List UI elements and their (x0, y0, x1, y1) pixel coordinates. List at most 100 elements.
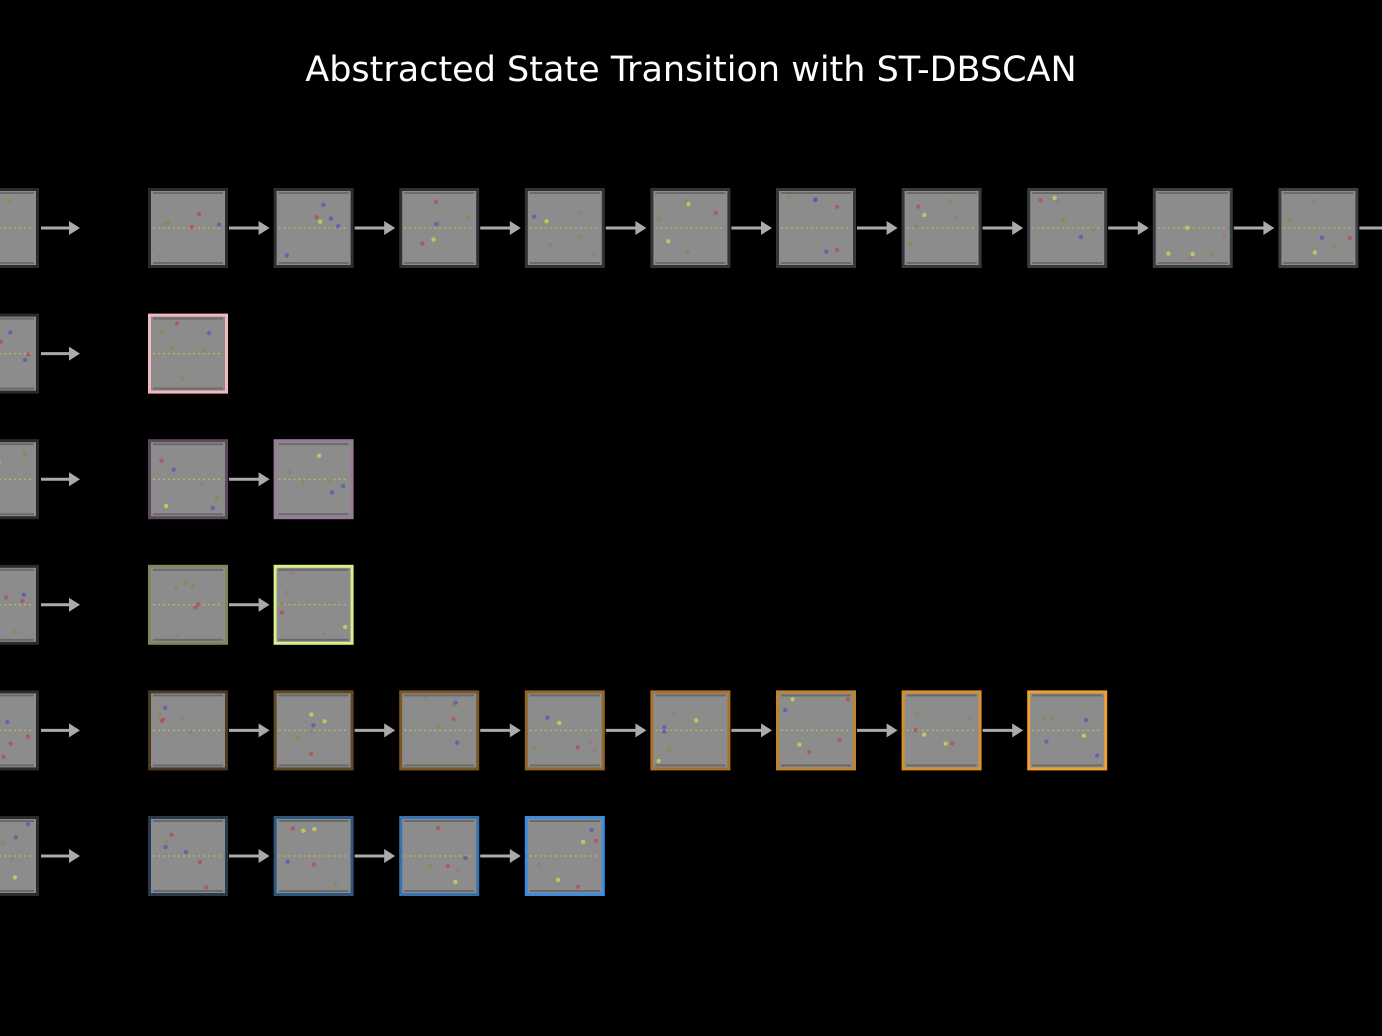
tile-bottom-bar (404, 262, 475, 264)
tile-object-dot (20, 598, 25, 604)
tile-object-dot (420, 241, 425, 246)
tile-object-dot (201, 348, 206, 353)
tile-object-dot (693, 718, 699, 723)
tile-object-dot (326, 478, 332, 484)
tile-object-dot (1, 754, 6, 760)
tile-object-dot (183, 580, 188, 586)
tile-object-dot (25, 734, 30, 739)
tile-bottom-bar (278, 262, 349, 264)
tile-object-dot (1044, 739, 1049, 744)
tile-object-dot (165, 220, 171, 226)
tile-top-bar (529, 192, 600, 194)
tile-object-dot (301, 828, 306, 833)
tile-object-dot (968, 715, 973, 721)
tile-object-dot (656, 216, 662, 222)
tile-object-dot (947, 199, 952, 204)
tile-object-dot (916, 204, 921, 209)
tile-object-dot (189, 224, 195, 230)
entry-arrow-head (69, 472, 80, 487)
tile-object-dot (1319, 235, 1325, 240)
transition-arrow-head (384, 849, 396, 863)
tile-object-dot (157, 712, 162, 718)
tile-object-dot (661, 729, 667, 734)
tile-object-dot (169, 345, 175, 350)
tile-object-dot (790, 697, 795, 702)
tile-object-dot (685, 249, 690, 255)
tile-top-bar (278, 694, 349, 697)
transition-arrow-head (258, 597, 270, 612)
tile-object-dot (427, 863, 433, 869)
tile-object-dot (907, 242, 913, 247)
tile-object-dot (214, 496, 219, 501)
tile-object-dot (545, 715, 550, 720)
transition-arrow-head (384, 723, 396, 738)
tile-object-dot (173, 586, 178, 591)
tile-object-dot (311, 723, 316, 728)
transition-arrow-head (886, 221, 898, 235)
tile-object-dot (290, 570, 295, 576)
transition-arrow-head (258, 849, 270, 863)
tile-object-dot (686, 201, 691, 207)
tile-object-dot (451, 716, 456, 722)
tile-top-bar (0, 694, 34, 697)
tile-object-dot (436, 724, 442, 729)
tile-bottom-bar (278, 890, 349, 892)
tile-object-dot (157, 253, 162, 259)
tile-object-dot (163, 705, 168, 711)
tile-bottom-bar (1032, 764, 1103, 767)
tile-object-dot (466, 214, 471, 219)
tile-object-dot (159, 458, 164, 463)
tile-object-dot (1090, 227, 1096, 233)
tile-object-dot (782, 707, 788, 713)
tile-object-dot (922, 212, 927, 218)
tile-top-bar (1283, 192, 1354, 194)
tile-top-bar (529, 820, 600, 822)
tile-object-dot (190, 584, 195, 589)
tile-object-dot (9, 857, 15, 862)
tile-bottom-bar (404, 764, 475, 767)
tile-object-dot (216, 222, 222, 227)
tile-object-dot (1166, 251, 1171, 256)
tile-object-dot (317, 219, 323, 224)
tile-object-dot (455, 867, 460, 872)
tile-bottom-bar (153, 638, 223, 641)
tile-object-dot (308, 751, 314, 757)
tile-object-dot (21, 592, 27, 598)
tile-object-dot (578, 234, 583, 240)
tile-object-dot (200, 482, 205, 488)
tile-object-dot (950, 741, 955, 746)
tile-object-dot (0, 460, 1, 464)
tile-bottom-bar (278, 638, 349, 641)
tile-top-bar (278, 568, 349, 571)
tile-object-dot (845, 697, 851, 702)
tile-object-dot (463, 855, 468, 861)
tile-object-dot (1094, 753, 1100, 758)
tile-bottom-bar (153, 262, 223, 264)
tile-top-bar (153, 568, 223, 571)
tile-top-bar (0, 568, 34, 571)
tile-top-bar (153, 443, 223, 446)
tile-object-dot (1078, 234, 1084, 240)
tile-object-dot (180, 716, 185, 721)
tile-object-dot (193, 605, 198, 610)
tile-object-dot (1084, 718, 1089, 723)
tile-object-dot (285, 859, 290, 864)
tile-object-dot (431, 237, 436, 242)
tile-top-bar (278, 192, 349, 194)
tile-object-dot (300, 480, 306, 486)
tile-object-dot (813, 197, 818, 203)
tile-bottom-bar (0, 890, 34, 892)
tile-top-bar (404, 192, 475, 194)
tile-object-dot (335, 223, 341, 229)
tile-object-dot (197, 859, 203, 865)
tile-object-dot (169, 832, 174, 837)
tile-object-dot (589, 827, 594, 833)
tile-object-dot (713, 210, 718, 216)
tile-object-dot (532, 214, 537, 219)
tile-bottom-bar (278, 764, 349, 767)
tile-object-dot (322, 632, 327, 637)
transition-arrow-head (635, 723, 647, 738)
transition-arrow-head (761, 221, 772, 235)
entry-arrow-head (69, 346, 80, 361)
tile-object-dot (5, 719, 10, 725)
